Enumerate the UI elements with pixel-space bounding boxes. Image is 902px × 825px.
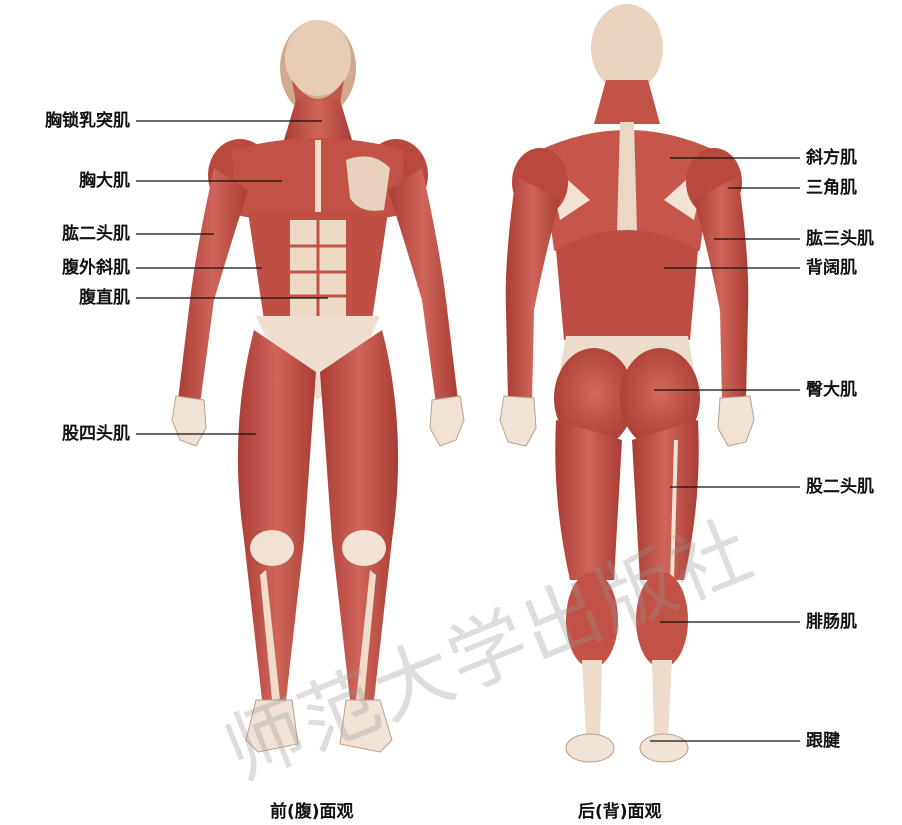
label-quadriceps: 股四头肌	[0, 424, 130, 444]
label-pectoralis: 胸大肌	[0, 171, 130, 191]
label-rectus-abdominis: 腹直肌	[0, 288, 130, 308]
label-achilles: 跟腱	[806, 731, 840, 751]
label-biceps-femoris: 股二头肌	[806, 477, 874, 497]
label-biceps: 肱二头肌	[0, 224, 130, 244]
label-external-oblique: 腹外斜肌	[0, 258, 130, 278]
label-gluteus: 臀大肌	[806, 380, 857, 400]
label-latissimus: 背阔肌	[806, 258, 857, 278]
caption-back-view: 后(背)面观	[578, 797, 662, 822]
label-triceps: 肱三头肌	[806, 229, 874, 249]
caption-front-view: 前(腹)面观	[270, 797, 354, 822]
label-gastrocnemius: 腓肠肌	[806, 612, 857, 632]
label-sternocleidomastoid: 胸锁乳突肌	[0, 111, 130, 131]
label-deltoid: 三角肌	[806, 178, 857, 198]
label-trapezius: 斜方肌	[806, 148, 857, 168]
